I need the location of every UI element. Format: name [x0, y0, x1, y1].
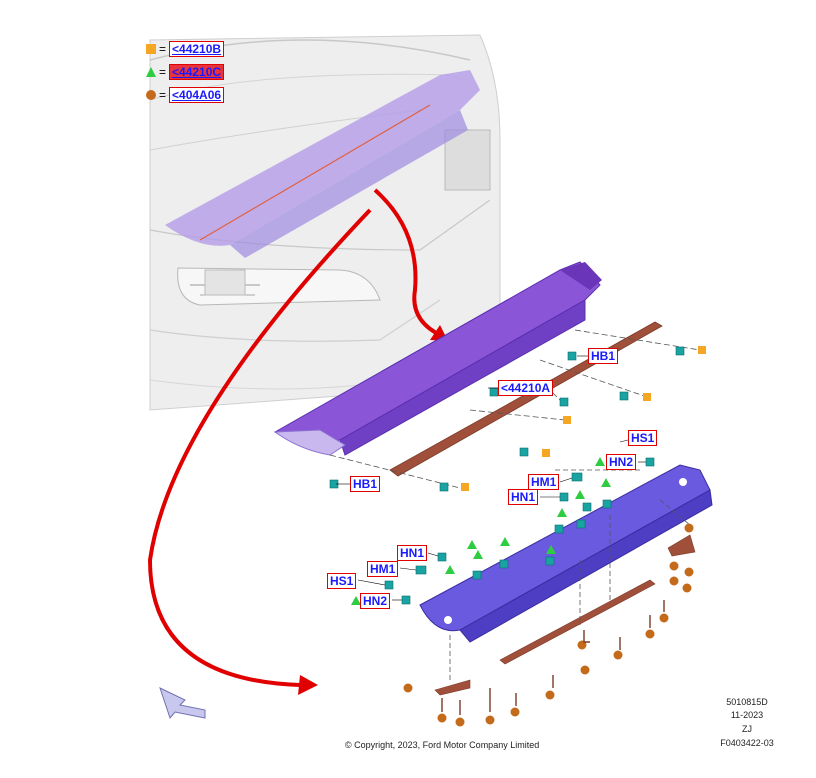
stud-icon	[445, 565, 455, 574]
circle-icon	[146, 90, 156, 100]
clip-icon	[559, 492, 569, 502]
callout-leaders	[336, 355, 646, 601]
meta-line-2: 11-2023	[730, 710, 764, 720]
clip-icon	[554, 524, 564, 534]
nut-icon	[542, 449, 550, 457]
equals-sign: =	[159, 88, 167, 102]
callout-hn1-left[interactable]: HN1	[397, 545, 428, 561]
callout-hs1-right[interactable]: HS1	[628, 430, 658, 446]
clip-icon	[384, 580, 394, 590]
vehicle-rear-illustration	[149, 34, 501, 411]
nuts-44210B-upper	[461, 346, 706, 491]
callout-part-44210A[interactable]: <44210A	[498, 380, 554, 396]
nut-icon	[684, 523, 694, 533]
nut-icon	[403, 683, 413, 693]
legend-ref-link[interactable]: <44210C	[169, 64, 225, 80]
nut-icon	[682, 583, 692, 593]
stud-icon	[557, 508, 567, 517]
clip-icon	[582, 502, 592, 512]
nut-icon	[643, 393, 651, 401]
studs-44210C	[351, 457, 611, 605]
stud-icon	[467, 540, 477, 549]
location-arrows	[147, 188, 448, 695]
nut-icon	[455, 717, 465, 727]
view-direction-arrow-icon	[159, 687, 206, 720]
nut-icon	[669, 576, 679, 586]
stud-icon	[575, 490, 585, 499]
lower-seal-strips	[434, 534, 696, 696]
clip-icon	[439, 482, 449, 492]
nut-icon	[669, 561, 679, 571]
clip-icon	[567, 351, 577, 361]
clip-icon	[401, 595, 411, 605]
stud-icon	[601, 478, 611, 487]
nut-icon	[563, 416, 571, 424]
clips-lower	[384, 457, 655, 605]
nut-icon	[545, 690, 555, 700]
legend-item-44210B: = <44210B	[146, 41, 225, 57]
clip-icon	[437, 552, 447, 562]
retainer-clips	[441, 600, 665, 715]
nut-icon	[613, 650, 623, 660]
stud-icon	[546, 545, 556, 554]
callout-hb1-lower[interactable]: HB1	[350, 476, 381, 492]
equals-sign: =	[159, 65, 167, 79]
fastener-lines-lower	[449, 469, 691, 680]
clip-icon	[571, 472, 583, 482]
clip-icon	[415, 565, 427, 575]
clips-upper	[329, 346, 685, 492]
stud-icon	[473, 550, 483, 559]
rear-spoiler	[273, 261, 602, 456]
equals-sign: =	[159, 42, 167, 56]
stud-icon	[595, 457, 605, 466]
meta-line-1: 5010815D	[726, 697, 768, 707]
lower-deflector-panel	[419, 464, 713, 643]
legend-ref-link[interactable]: <404A06	[169, 87, 225, 103]
square-icon	[146, 44, 156, 54]
legend-item-404A06: = <404A06	[146, 87, 225, 103]
clip-icon	[675, 346, 685, 356]
nut-icon	[437, 713, 447, 723]
nut-icon	[659, 613, 669, 623]
callout-hm1-left[interactable]: HM1	[367, 561, 399, 577]
clip-icon	[619, 391, 629, 401]
meta-line-3: ZJ	[742, 724, 752, 734]
callout-hn2-right[interactable]: HN2	[606, 454, 637, 470]
clip-icon	[489, 387, 499, 397]
meta-line-4: F0403422-03	[720, 738, 774, 748]
nut-icon	[580, 665, 590, 675]
stud-icon	[351, 596, 361, 605]
clip-icon	[559, 397, 569, 407]
nut-icon	[461, 483, 469, 491]
clip-icon	[472, 570, 482, 580]
stud-icon	[500, 537, 510, 546]
nut-icon	[645, 629, 655, 639]
clip-icon	[645, 457, 655, 467]
clip-icon	[602, 499, 612, 509]
copyright-text: © Copyright, 2023, Ford Motor Company Li…	[345, 740, 540, 750]
callout-hn1-right[interactable]: HN1	[508, 489, 539, 505]
triangle-icon	[146, 67, 156, 77]
fasteners-404A06	[403, 523, 694, 727]
legend-ref-link[interactable]: <44210B	[169, 41, 225, 57]
clip-icon	[499, 559, 509, 569]
nut-icon	[510, 707, 520, 717]
nut-icon	[577, 640, 587, 650]
nut-icon	[684, 567, 694, 577]
nut-icon	[698, 346, 706, 354]
clip-icon	[545, 556, 555, 566]
callout-hs1-left[interactable]: HS1	[327, 573, 357, 589]
clip-icon	[576, 519, 586, 529]
clip-icon	[519, 447, 529, 457]
callout-hb1-upper[interactable]: HB1	[588, 348, 619, 364]
nut-icon	[485, 715, 495, 725]
legend-item-44210C: = <44210C	[146, 64, 225, 80]
callout-hm1-right[interactable]: HM1	[528, 474, 560, 490]
callout-hn2-left[interactable]: HN2	[360, 593, 391, 609]
